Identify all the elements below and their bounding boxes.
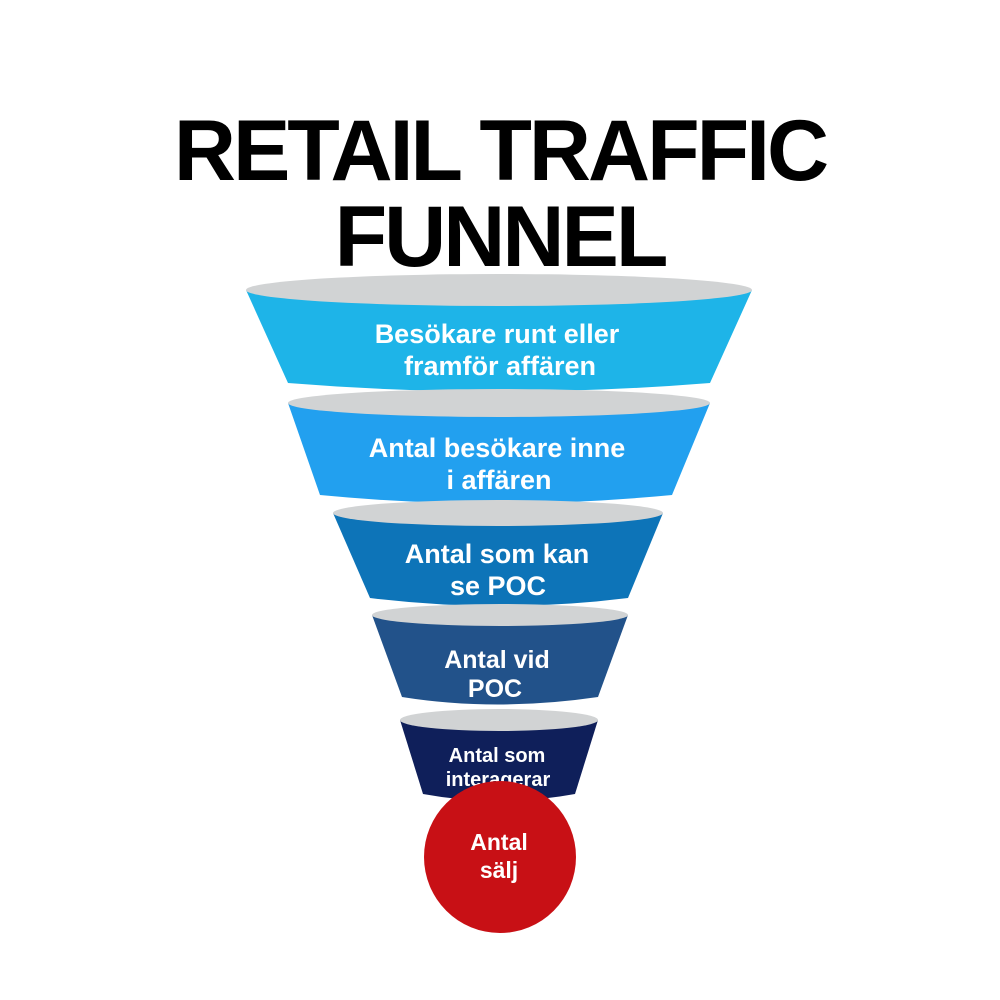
funnel-stage-3-label-line-1: Antal som kan (405, 539, 590, 569)
funnel-stage-4: Antal vid POC (372, 604, 628, 705)
funnel-result-label-line-2: sälj (480, 857, 518, 883)
funnel-stage-2-label-line-2: i affären (446, 465, 551, 495)
funnel-stage-2-band (288, 403, 710, 504)
funnel-stage-2-rim (288, 389, 710, 417)
funnel-stage-1-rim (246, 274, 752, 306)
funnel-stage-3-band (333, 513, 663, 606)
funnel-stage-2-label-line-1: Antal besökare inne (369, 433, 626, 463)
page-title: RETAIL TRAFFIC FUNNEL (173, 103, 829, 285)
funnel-stage-4-band (372, 615, 628, 705)
funnel-stage-1: Besökare runt eller framför affären (246, 274, 752, 392)
funnel-result: Antal sälj (424, 781, 576, 933)
funnel-stage-4-rim (372, 604, 628, 626)
funnel-stage-5-label-line-1: Antal som (449, 745, 546, 767)
funnel-stage-4-label-line-1: Antal vid (444, 646, 550, 674)
funnel-result-circle (424, 781, 576, 933)
funnel-stage-1-label-line-1: Besökare runt eller (375, 319, 620, 349)
funnel-stage-5-rim (400, 709, 598, 731)
funnel-result-label-line-1: Antal (470, 829, 528, 855)
funnel-stage-3: Antal som kan se POC (333, 500, 663, 606)
funnel-stage-3-label-line-2: se POC (450, 571, 546, 601)
funnel-stage-1-band (246, 290, 752, 392)
funnel-stage-2: Antal besökare inne i affären (288, 389, 710, 504)
funnel-stage-1-label-line-2: framför affären (404, 351, 596, 381)
funnel-stage-5: Antal som interagerar (400, 709, 598, 801)
funnel-stage-3-rim (333, 500, 663, 526)
funnel-stage-4-label-line-2: POC (468, 675, 522, 703)
funnel-stage-5-band (400, 720, 598, 801)
